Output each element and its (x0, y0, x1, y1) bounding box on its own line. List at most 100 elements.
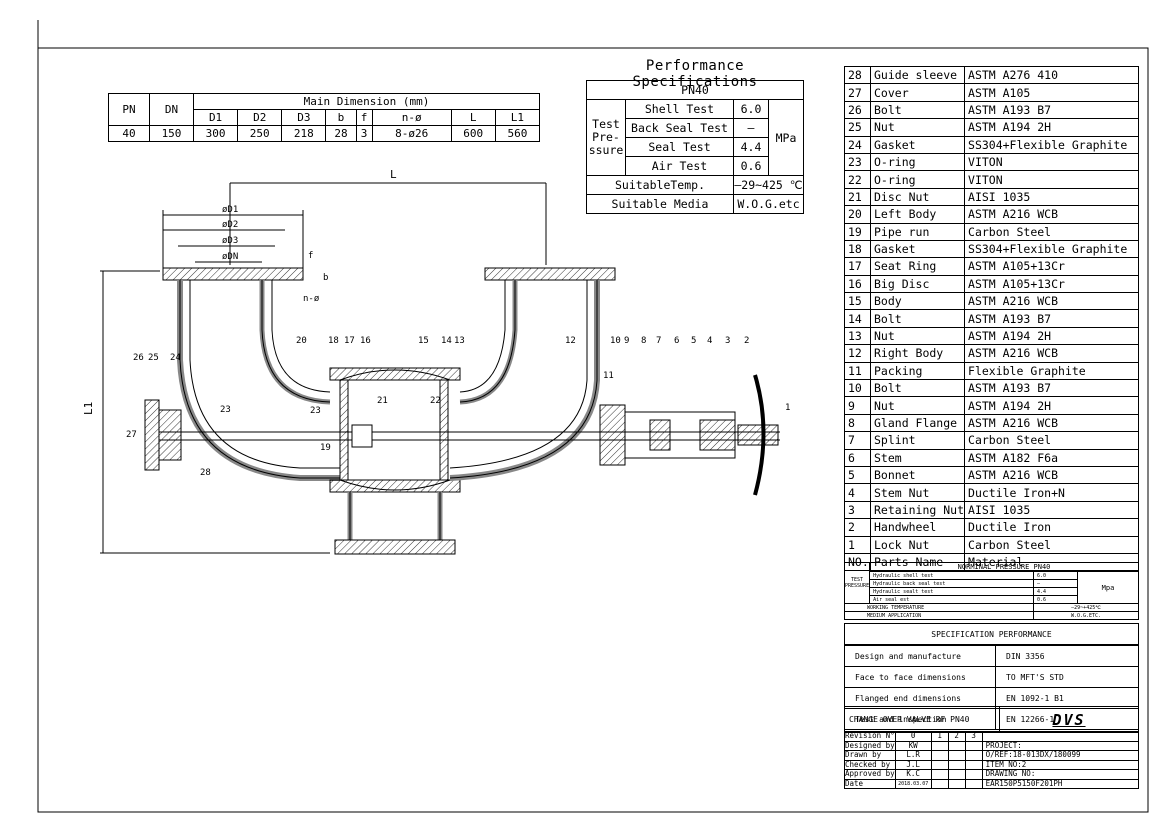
parts-material: ASTM A194 2H (964, 326, 1139, 346)
dim-label-f: f (308, 251, 313, 261)
nominal-media-value: W.O.G.ETC. (1033, 611, 1139, 620)
parts-no: 6 (844, 448, 871, 467)
rev-row-value: J.L (894, 759, 932, 770)
nominal-side-label: TEST PRESSURE (843, 562, 871, 604)
rev-num: 0 (894, 731, 932, 742)
rev-label: Revision N° (844, 731, 896, 742)
callout: 21 (377, 396, 388, 406)
parts-name: Bonnet (869, 465, 966, 485)
nominal-temp-label: WORKING TEMPERATURE (844, 603, 1034, 612)
perf-row-value: 4.4 (733, 137, 769, 157)
parts-material: ASTM A194 2H (964, 396, 1139, 415)
parts-name: Seat Ring (869, 257, 966, 276)
callout: 6 (674, 336, 679, 346)
rev-row-value: KW (894, 740, 932, 751)
parts-no: 15 (844, 292, 871, 311)
parts-material: ASTM A216 WCB (964, 465, 1139, 485)
dim-cell: 28 (325, 125, 357, 142)
callout: 27 (126, 430, 137, 440)
parts-material: ASTM A193 B7 (964, 379, 1139, 398)
nominal-row-value: – (1033, 579, 1078, 588)
rev-row-label: Drawn by (844, 750, 896, 761)
parts-name: Handwheel (869, 518, 966, 537)
parts-name: Gland Flange (869, 413, 966, 433)
std-value: DIN 3356 (995, 645, 1139, 667)
parts-no: 23 (844, 152, 871, 172)
parts-material: ASTM A276 410 (964, 65, 1139, 85)
parts-material: ASTM A193 B7 (964, 309, 1139, 328)
dimension-table: PN DN Main Dimension (mm) D1 D2 D3 b f n… (108, 93, 541, 142)
revision-block: Revision N° 0 1 2 3 Designed by KW PROJE… (844, 731, 1140, 789)
parts-material: SS304+Flexible Graphite (964, 135, 1139, 154)
parts-name: Stem Nut (869, 483, 966, 502)
parts-material: ASTM A216 WCB (964, 413, 1139, 433)
parts-name: Packing (869, 361, 966, 381)
callout: 10 (610, 336, 621, 346)
dim-dn-value: 150 (149, 125, 194, 142)
callout: 16 (360, 336, 371, 346)
parts-no: 10 (844, 379, 871, 398)
std-label: Face to face dimensions (844, 666, 996, 688)
parts-name: Nut (869, 396, 966, 415)
parts-no: 3 (844, 500, 871, 520)
parts-no: 2 (844, 518, 871, 537)
dim-label-L1: L1 (82, 402, 95, 415)
callout: 14 (441, 336, 452, 346)
performance-table: PN40 Test Pre- ssure Shell Test 6.0 MPa … (586, 80, 804, 214)
parts-material: Carbon Steel (964, 222, 1139, 241)
parts-no: 11 (844, 361, 871, 381)
dim-label-D2: øD2 (222, 220, 238, 230)
drawing-title: CHANGE OVER VALVE RF PN40 (844, 706, 1000, 733)
dim-col-header: L1 (494, 109, 541, 126)
nominal-title: NORMINAL PRESSURE PN40 (869, 562, 1139, 572)
parts-name: Bolt (869, 309, 966, 328)
parts-material: Ductile Iron (964, 518, 1139, 537)
parts-no: 17 (844, 257, 871, 276)
parts-no: 9 (844, 396, 871, 415)
nominal-row-label: Air seal est (869, 595, 1034, 604)
nominal-row-label: Hydraulic shell test (869, 571, 1034, 580)
parts-material: ASTM A193 B7 (964, 100, 1139, 120)
callout: 8 (641, 336, 646, 346)
callout: 23 (310, 406, 321, 416)
parts-no: 5 (844, 465, 871, 485)
parts-name: O-ring (869, 170, 966, 189)
parts-no: 14 (844, 309, 871, 328)
nominal-row-label: Hydraulic back seal test (869, 579, 1034, 588)
callout: 28 (200, 468, 211, 478)
dim-label-DN: øDN (222, 252, 238, 262)
perf-media-value: W.O.G.etc (733, 194, 804, 214)
parts-material: VITON (964, 170, 1139, 189)
spec-performance-heading: SPECIFICATION PERFORMANCE (844, 623, 1139, 645)
parts-name: Bolt (869, 379, 966, 398)
rev-num: 2 (947, 731, 966, 742)
dim-label-D1: øD1 (222, 205, 238, 215)
parts-name: Cover (869, 83, 966, 102)
rev-num: 1 (930, 731, 949, 742)
callout: 7 (656, 336, 661, 346)
callout: 26 (133, 353, 144, 363)
parts-no: 7 (844, 431, 871, 450)
parts-name: Left Body (869, 205, 966, 224)
parts-name: Big Disc (869, 274, 966, 294)
rev-row-label: Date (844, 778, 896, 789)
callout: 12 (565, 336, 576, 346)
rev-row-label: Checked by (844, 759, 896, 770)
